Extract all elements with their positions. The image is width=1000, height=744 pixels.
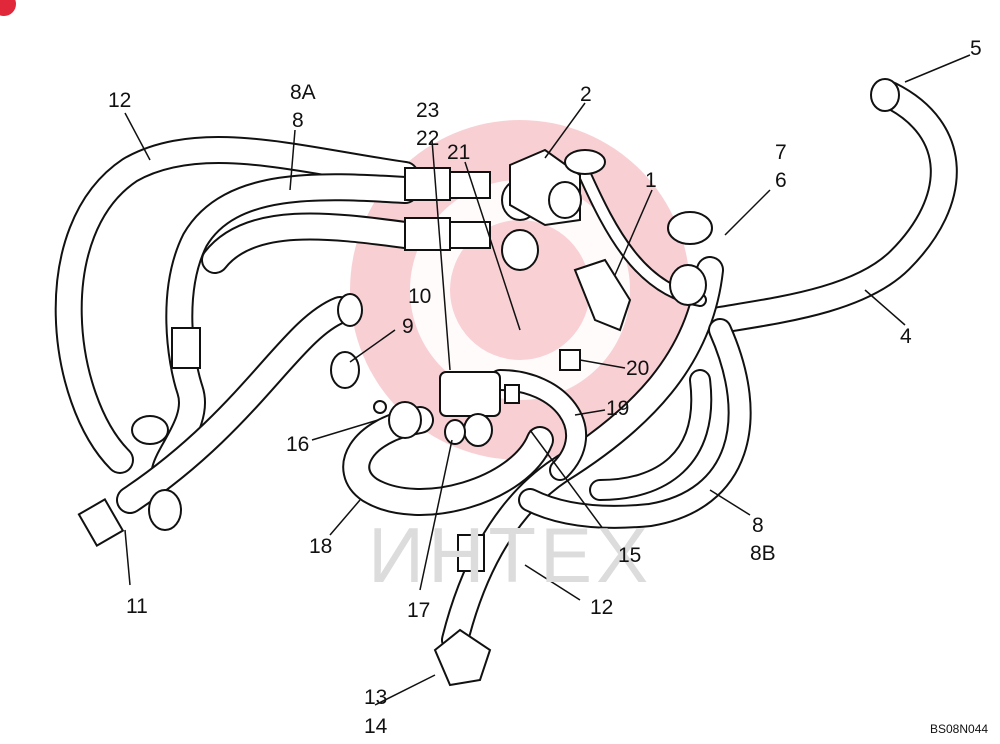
hose-8-lower — [589, 369, 713, 501]
hose-12-top — [54, 136, 419, 474]
hose-8 — [151, 173, 419, 484]
hose-19 — [489, 369, 588, 481]
fitting-11 — [77, 498, 125, 547]
manifold-block — [439, 371, 501, 417]
callout-label-22: 22 — [416, 127, 440, 150]
elbow-lower — [501, 229, 539, 271]
fitting-sleeve-8 — [404, 167, 451, 201]
callout-label-1: 1 — [645, 169, 657, 192]
callout-label-12-bottom: 12 — [590, 596, 614, 619]
bolt-17 — [444, 419, 466, 445]
clamp-16 — [388, 401, 422, 439]
callout-label-9: 9 — [402, 315, 414, 338]
fitting-6 — [669, 264, 707, 306]
callout-label-5: 5 — [970, 37, 982, 60]
fitting-1 — [573, 258, 632, 332]
callout-label-8-right: 8 — [752, 514, 764, 537]
callout-label-16: 16 — [286, 433, 310, 456]
corner-badge-icon — [0, 0, 16, 16]
callout-label-12-top: 12 — [108, 89, 132, 112]
fitting-11-upper — [131, 415, 169, 445]
fitting-11-lower — [148, 489, 182, 531]
callout-1-label-2: 2 — [580, 83, 592, 106]
elbow-upper-9 — [337, 293, 363, 327]
callout-label-20: 20 — [626, 357, 650, 380]
reference-code: BS08N044 — [930, 722, 989, 736]
callout-label-15: 15 — [618, 544, 642, 567]
callout-label-4: 4 — [900, 325, 912, 348]
hose-8a — [201, 212, 419, 274]
leader-lines — [124, 54, 971, 706]
callout-label-17: 17 — [407, 599, 431, 622]
bolt-16 — [373, 400, 387, 414]
callout-label-7: 7 — [775, 141, 787, 164]
callout-label-8a: 8A — [290, 81, 316, 104]
callout-label-10: 10 — [408, 285, 432, 308]
elbow-9 — [330, 351, 360, 389]
sleeve-8-left — [171, 327, 201, 369]
fitting-7 — [667, 211, 713, 245]
callout-label-14: 14 — [364, 715, 388, 738]
callout-label-13: 13 — [364, 686, 388, 709]
callout-label-21: 21 — [447, 141, 471, 164]
clamp-2 — [564, 149, 606, 175]
callout-label-8-top: 8 — [292, 109, 304, 132]
fitting-nut-lower — [449, 221, 491, 249]
callout-label-11: 11 — [126, 595, 148, 618]
port-2 — [548, 181, 582, 219]
callout-label-6: 6 — [775, 169, 787, 192]
callout-label-23: 23 — [416, 99, 440, 122]
fitting-18-lower — [457, 534, 485, 572]
watermark-text: ИНТЕХ — [368, 511, 653, 599]
fitting-20 — [559, 349, 581, 371]
hose-8b — [518, 318, 752, 529]
watermark-logo-core-icon — [450, 220, 590, 360]
clamp-15 — [504, 384, 520, 404]
hose-4 — [706, 81, 958, 334]
hose-10 — [116, 296, 354, 514]
fitting-sleeve-8a — [404, 217, 451, 251]
clamp-5 — [870, 78, 900, 112]
fitting-13 — [433, 628, 492, 687]
port-center — [463, 413, 493, 447]
hose-18 — [342, 406, 554, 516]
callout-label-8b: 8B — [750, 542, 776, 565]
callout-label-18: 18 — [309, 535, 333, 558]
callout-label-19: 19 — [606, 397, 630, 420]
